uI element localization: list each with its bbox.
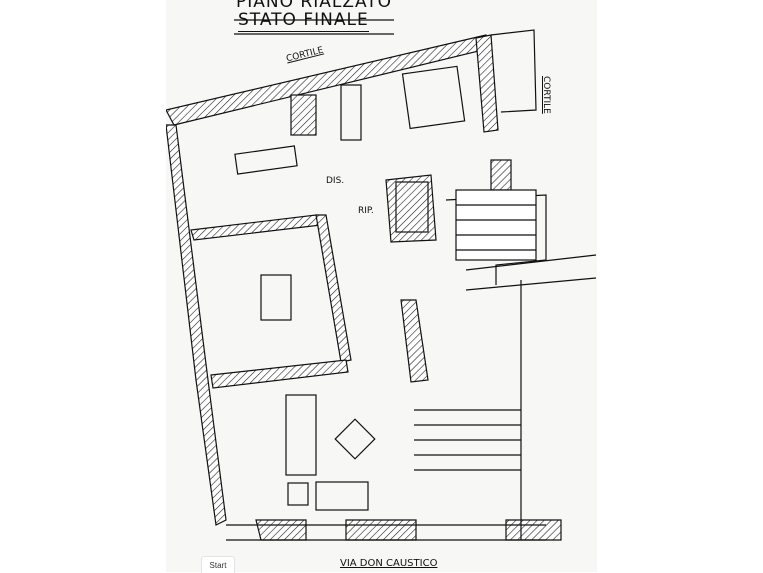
start-button[interactable]: Start [201,556,235,573]
floor-plan-image: PIANO RIALZATO STATO FINALE CORTILE CORT… [166,0,597,572]
label-street: VIA DON CAUSTICO [340,558,438,569]
plan-title-line1: PIANO RIALZATO [236,0,393,12]
label-rip: RIP. [358,206,374,216]
floor-plan-drawing [166,19,597,541]
label-dis: DIS. [326,176,345,186]
label-cortile-right: CORTILE [541,76,551,114]
plan-title-line2: STATO FINALE [238,10,369,32]
